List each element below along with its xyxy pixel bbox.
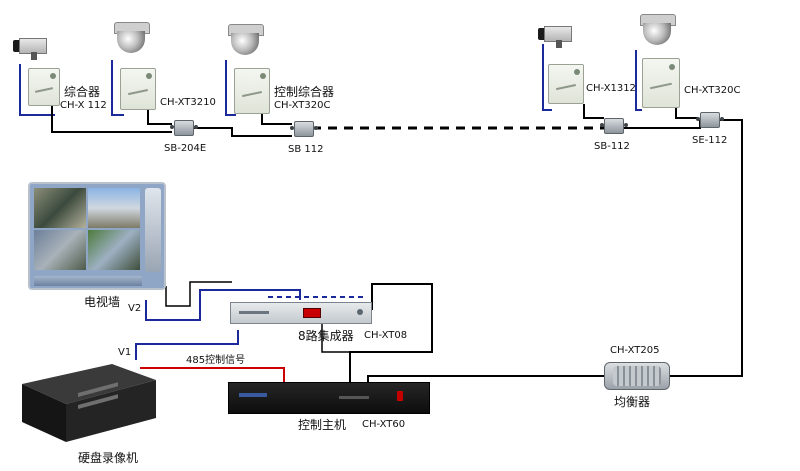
host-name: 控制主机 [298, 418, 347, 432]
right-encoder-model-2: CH-XT320C [684, 85, 741, 96]
splitter-icon [600, 118, 628, 134]
cable-v1 [135, 330, 239, 360]
coax-amp-host [367, 375, 604, 382]
dome-camera-icon [228, 24, 264, 58]
amp-model: CH-XT205 [610, 345, 660, 356]
v2-label: V2 [128, 303, 142, 314]
video-wall-label: 电视墙 [84, 295, 121, 309]
cable-dome-right [635, 50, 642, 111]
amp-name: 均衡器 [614, 395, 651, 409]
dvr-label: 硬盘录像机 [78, 451, 139, 465]
cable-integrator-host [321, 320, 352, 353]
left-encoder-model: CH-X 112 [60, 100, 107, 111]
cable-dome2 [225, 60, 236, 116]
coax-r-enc2 [675, 108, 698, 119]
box-camera-icon [538, 24, 578, 50]
dome-encoder-left-model: CH-XT3210 [160, 97, 216, 108]
signal-485-label: 485控制信号 [186, 355, 246, 366]
dome-camera-icon [114, 22, 150, 56]
coax-ctrl-split2 [261, 114, 292, 125]
controller-name: 控制综合器 [274, 85, 335, 99]
splitter-1-label: SB-204E [164, 143, 207, 154]
splitter-2-label: SB 112 [288, 144, 324, 155]
coax-enc1-splitter1 [51, 106, 172, 133]
coax-split3-split4 [622, 120, 701, 129]
coax-enc2-splitter1 [147, 108, 172, 125]
splitter-3-label: SB-112 [594, 141, 630, 152]
coax-split1-split2 [192, 127, 292, 137]
encoder-box-icon [548, 64, 584, 104]
splitter-4-label: SE-112 [692, 135, 728, 146]
line-equalizer-icon [604, 362, 670, 390]
cable-wall-integrator [165, 281, 232, 307]
integrator-name: 8路集成器 [298, 329, 354, 343]
integrator-rack-icon [230, 302, 372, 324]
encoder-box-icon [120, 68, 156, 110]
splitter-icon [170, 120, 198, 136]
cable-cam1 [19, 64, 55, 116]
cable-dome1 [111, 60, 124, 116]
coax-trunk [668, 119, 743, 377]
cable-cam-right [542, 44, 552, 111]
encoder-box-icon [28, 68, 60, 106]
dome-camera-icon [640, 14, 676, 48]
dvr-tower-icon [22, 364, 156, 442]
left-encoder-name: 综合器 [64, 85, 101, 99]
encoder-box-icon [642, 58, 680, 108]
right-encoder-model-1: CH-X1312 [586, 83, 636, 94]
control-host-icon [228, 382, 430, 414]
box-camera-icon [13, 36, 53, 62]
video-wall-monitor-icon [28, 182, 166, 290]
cable-v2 [145, 289, 301, 321]
controller-model: CH-XT320C [274, 100, 331, 111]
host-model: CH-XT60 [362, 419, 406, 430]
integrator-model: CH-XT08 [364, 330, 408, 341]
coax-r-enc1 [583, 104, 604, 119]
splitter-icon [696, 112, 724, 128]
cable-integrator-right [349, 283, 433, 382]
splitter-icon [290, 121, 318, 137]
signal-485 [140, 367, 285, 382]
v1-label: V1 [118, 347, 132, 358]
encoder-box-icon [234, 68, 270, 114]
